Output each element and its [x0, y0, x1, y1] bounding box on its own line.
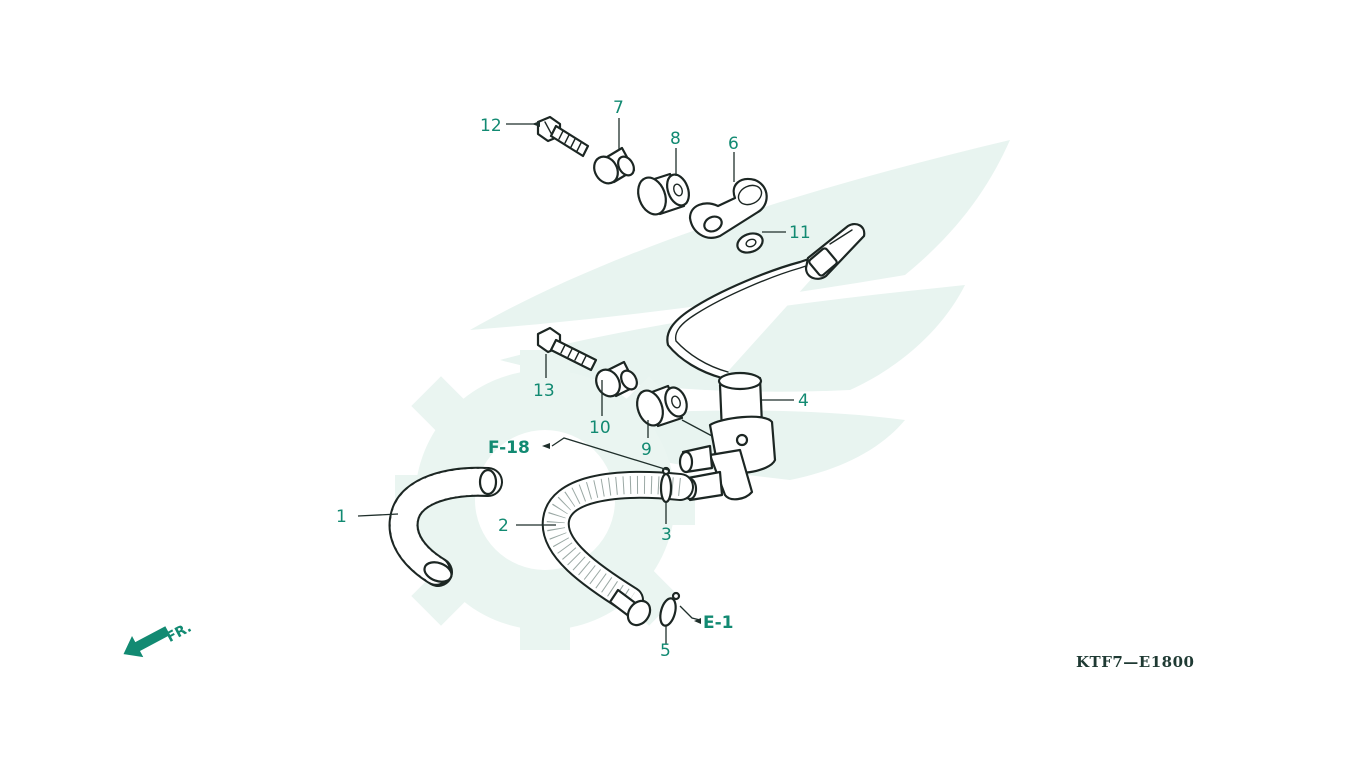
front-indicator-label: FR. [164, 620, 194, 646]
callout-6: 6 [728, 134, 739, 154]
callout-1: 1 [336, 507, 347, 527]
clip-3 [659, 466, 673, 504]
callout-3: 3 [661, 525, 672, 545]
front-arrow-icon [123, 626, 171, 658]
corrugated-hose-1 [388, 466, 503, 587]
grommet-8 [637, 172, 690, 216]
drawing-code: KTF7—E1800 [1076, 653, 1194, 671]
collar-10 [595, 360, 638, 398]
callout-7: 7 [613, 98, 624, 118]
clamp-bracket-6 [688, 177, 768, 239]
bolt-12 [536, 115, 590, 158]
collar-7 [593, 146, 636, 185]
callout-11: 11 [789, 223, 811, 243]
reference-f-18[interactable]: F-18 [488, 438, 530, 458]
grommet-9 [636, 384, 688, 428]
callout-9: 9 [641, 440, 652, 460]
callout-13: 13 [533, 381, 555, 401]
callout-4: 4 [798, 391, 809, 411]
bolt-13 [536, 326, 598, 372]
callout-5: 5 [660, 641, 671, 661]
callout-12: 12 [480, 116, 502, 136]
hose-2 [541, 470, 694, 627]
leader-arrow-dots [532, 121, 701, 624]
clip-5 [659, 591, 681, 627]
leader-lines [357, 118, 794, 644]
washer-11 [736, 232, 764, 254]
callout-10: 10 [589, 418, 611, 438]
reference-e-1[interactable]: E-1 [703, 613, 734, 633]
callout-8: 8 [670, 129, 681, 149]
callout-2: 2 [498, 516, 509, 536]
air-suction-valve-4 [678, 371, 777, 502]
connector [804, 222, 866, 280]
